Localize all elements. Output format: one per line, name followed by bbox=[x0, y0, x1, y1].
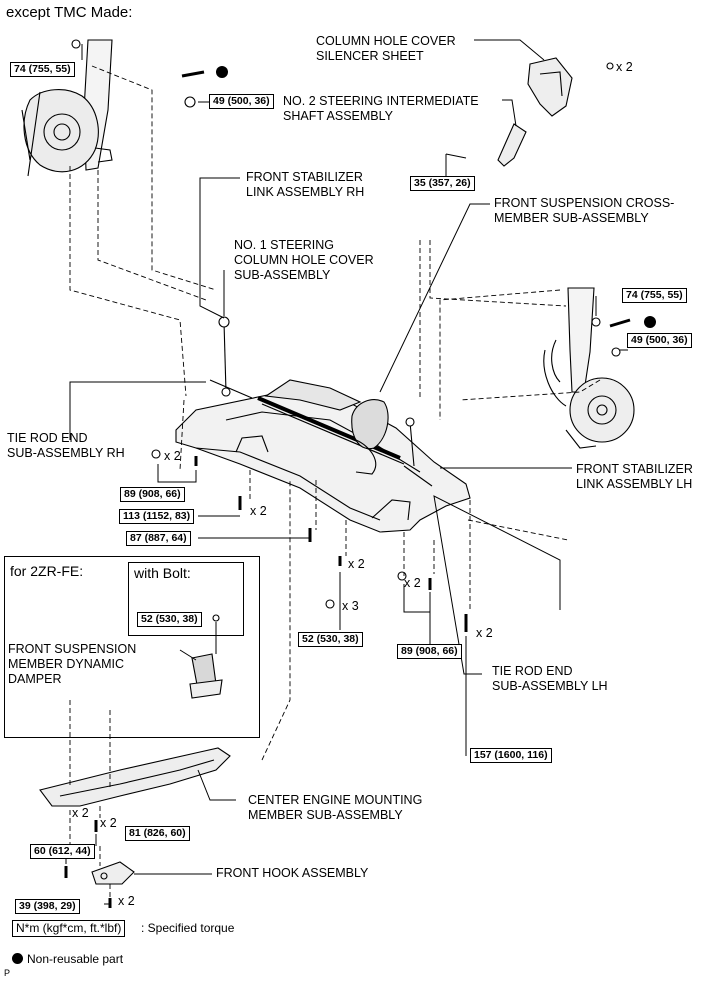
legend-non-reusable: Non-reusable part bbox=[12, 952, 123, 967]
qty-89-rh: x 2 bbox=[164, 449, 181, 463]
label-tie-rod-lh: TIE ROD END SUB-ASSEMBLY LH bbox=[492, 664, 608, 693]
fasteners-drawing bbox=[64, 39, 631, 908]
diagram-title: except TMC Made: bbox=[6, 4, 133, 21]
torque-87: 87 (887, 64) bbox=[126, 531, 191, 546]
torque-89-rh: 89 (908, 66) bbox=[120, 487, 185, 502]
torque-89-lh: 89 (908, 66) bbox=[397, 644, 462, 659]
label-front-hook: FRONT HOOK ASSEMBLY bbox=[216, 866, 369, 880]
footer-code: P bbox=[4, 968, 11, 978]
qty-81: x 2 bbox=[100, 816, 117, 830]
torque-113: 113 (1152, 83) bbox=[119, 509, 195, 524]
crossmember-drawing bbox=[175, 379, 471, 533]
legend-torque-unit: N*m (kgf*cm, ft.*lbf) bbox=[12, 920, 126, 937]
non-reusable-dot-icon bbox=[12, 953, 23, 964]
qty-silencer: x 2 bbox=[616, 60, 633, 74]
inset-subtitle: with Bolt: bbox=[134, 565, 191, 581]
torque-49-rh: 49 (500, 36) bbox=[209, 94, 274, 109]
qty-157: x 2 bbox=[476, 626, 493, 640]
label-crossmember: FRONT SUSPENSION CROSS- MEMBER SUB-ASSEM… bbox=[494, 196, 675, 225]
inset-with-bolt-box bbox=[128, 562, 244, 636]
torque-35: 35 (357, 26) bbox=[410, 176, 475, 191]
torque-60: 60 (612, 44) bbox=[30, 844, 95, 859]
label-tie-rod-rh: TIE ROD END SUB-ASSEMBLY RH bbox=[7, 431, 125, 460]
non-reusable-marker-lh bbox=[644, 316, 656, 328]
stabilizer-links-drawing bbox=[218, 316, 415, 467]
qty-89-lh: x 2 bbox=[404, 576, 421, 590]
torque-52-bolt: 52 (530, 38) bbox=[137, 612, 202, 627]
front-hook-drawing bbox=[91, 861, 135, 885]
label-stabilizer-link-lh: FRONT STABILIZER LINK ASSEMBLY LH bbox=[576, 462, 693, 491]
torque-39: 39 (398, 29) bbox=[15, 899, 80, 914]
dynamic-damper-drawing bbox=[189, 653, 223, 699]
silencer-and-shaft-drawing bbox=[445, 57, 573, 167]
torque-52-main: 52 (530, 38) bbox=[298, 632, 363, 647]
torque-74-lh: 74 (755, 55) bbox=[622, 288, 687, 303]
leader-lines bbox=[65, 39, 628, 905]
qty-39: x 2 bbox=[118, 894, 135, 908]
label-stabilizer-link-rh: FRONT STABILIZER LINK ASSEMBLY RH bbox=[246, 170, 365, 199]
inset-2zr-fe bbox=[4, 556, 260, 738]
knuckle-rh-drawing bbox=[21, 39, 113, 177]
torque-74-rh: 74 (755, 55) bbox=[10, 62, 75, 77]
qty-52-b: x 3 bbox=[342, 599, 359, 613]
qty-60: x 2 bbox=[72, 806, 89, 820]
torque-157: 157 (1600, 116) bbox=[470, 748, 552, 763]
label-no2-intermediate-shaft: NO. 2 STEERING INTERMEDIATE SHAFT ASSEMB… bbox=[283, 94, 479, 123]
knuckle-lh-drawing bbox=[543, 287, 635, 449]
center-mount-drawing bbox=[39, 747, 231, 807]
inset-title: for 2ZR-FE: bbox=[10, 563, 84, 579]
torque-49-lh: 49 (500, 36) bbox=[627, 333, 692, 348]
qty-52-a: x 2 bbox=[348, 557, 365, 571]
label-column-hole-cover-silencer: COLUMN HOLE COVER SILENCER SHEET bbox=[316, 34, 456, 63]
legend-torque-desc: : Specified torque bbox=[141, 921, 235, 935]
label-center-engine-mount: CENTER ENGINE MOUNTING MEMBER SUB-ASSEMB… bbox=[248, 793, 423, 822]
qty-113: x 2 bbox=[250, 504, 267, 518]
label-dynamic-damper: FRONT SUSPENSION MEMBER DYNAMIC DAMPER bbox=[8, 642, 137, 686]
label-no1-column-hole-cover: NO. 1 STEERING COLUMN HOLE COVER SUB-ASS… bbox=[234, 238, 374, 282]
non-reusable-marker-rh bbox=[216, 66, 228, 78]
assembly-lines bbox=[69, 65, 601, 898]
torque-81: 81 (826, 60) bbox=[125, 826, 190, 841]
